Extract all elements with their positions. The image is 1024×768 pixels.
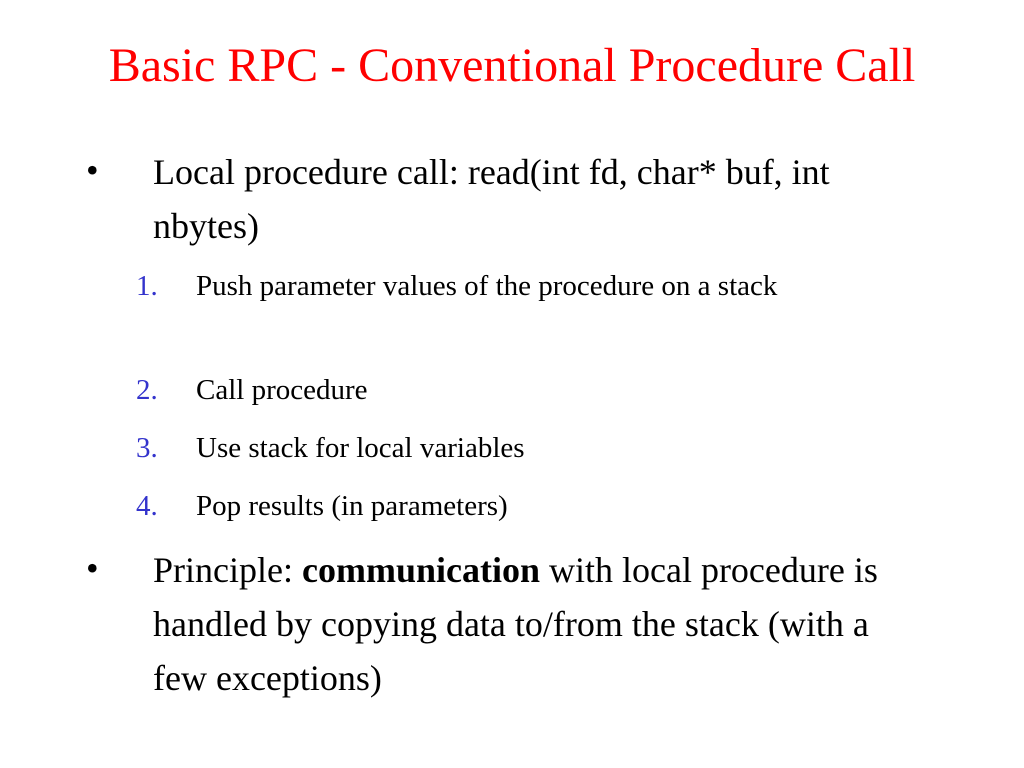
step-number: 4. [136,490,158,522]
step-text: Push parameter values of the procedure o… [196,270,778,302]
bullet-marker: • [86,548,99,588]
principle-emphasis: communication [301,550,540,590]
step-text: Pop results (in parameters) [196,490,508,522]
bullet-principle: Principle: communication with local proc… [153,543,913,705]
step-number: 3. [136,432,158,464]
step-number: 1. [136,270,158,302]
step-number: 2. [136,374,158,406]
bullet-marker: • [86,150,99,190]
principle-prefix: Principle: [153,550,302,590]
bullet-local-procedure-call: Local procedure call: read(int fd, char*… [153,152,830,246]
slide-title: Basic RPC - Conventional Procedure Call [108,39,916,92]
step-text: Call procedure [196,374,368,406]
principle-suffix: with local procedure is handled by copyi… [153,550,878,698]
step-text: Use stack for local variables [196,432,525,464]
